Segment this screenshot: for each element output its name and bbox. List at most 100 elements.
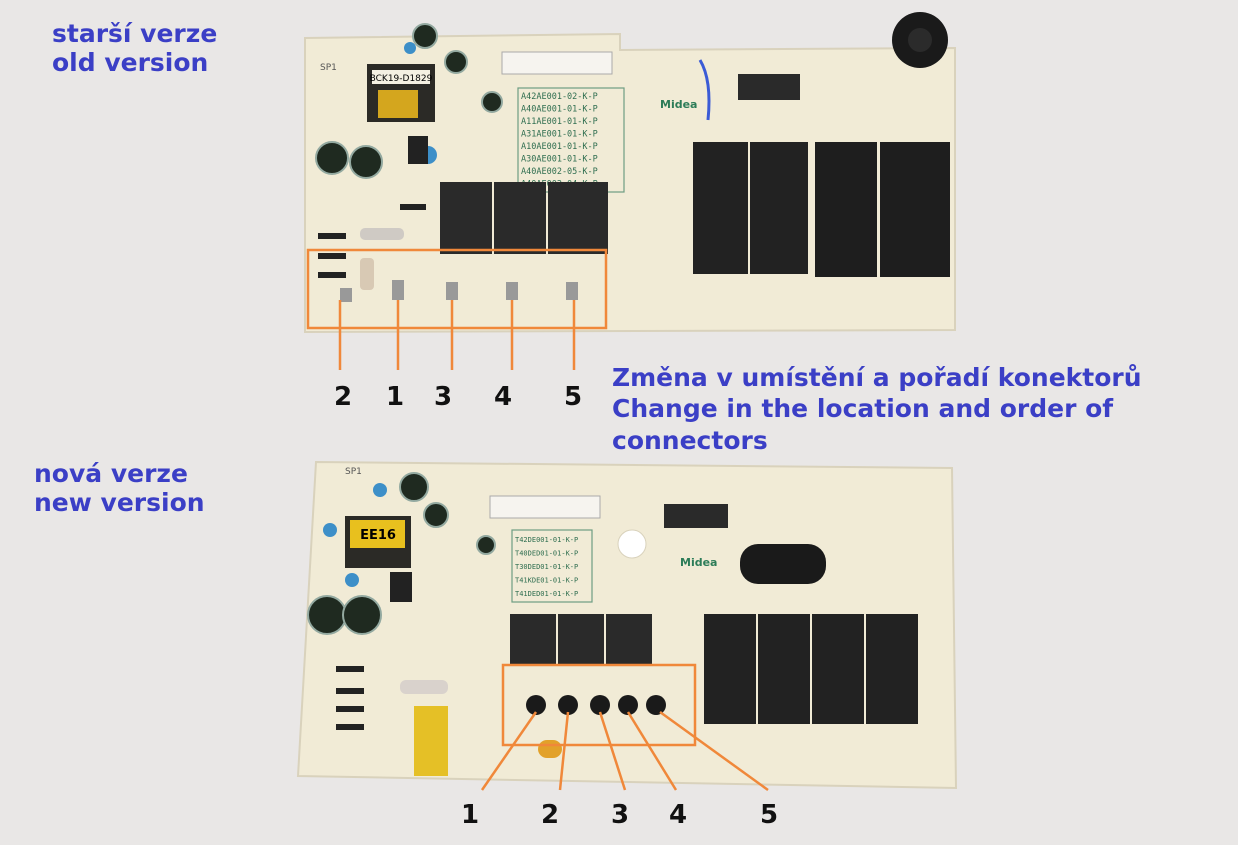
old-relay	[815, 142, 877, 277]
caption-change-en-1: Change in the location and order of	[612, 394, 1114, 424]
capacitor-ceramic	[345, 573, 359, 587]
old-small-relay	[440, 182, 492, 254]
model-code: A40AE002-05-K-P	[521, 167, 598, 177]
model-code: T41DED01-01-K-P	[515, 590, 578, 598]
new-model-code-table	[511, 529, 593, 603]
capacitor	[423, 502, 449, 528]
model-code: T41KDE01-01-K-P	[515, 577, 578, 585]
new-terminal	[646, 695, 666, 715]
diode	[318, 233, 346, 239]
old-connector-number: 1	[386, 382, 405, 412]
old-brand-logo: Midea	[660, 98, 697, 111]
model-code: A11AE001-01-K-P	[521, 117, 598, 127]
capacitor	[412, 23, 438, 49]
old-top-connector	[501, 51, 613, 75]
model-code: A40AE001-01-K-P	[521, 105, 598, 115]
old-connector-highlight-box	[306, 248, 608, 330]
old-terminal	[340, 288, 352, 302]
new-small-relay	[606, 614, 652, 664]
new-leader-lines	[480, 710, 769, 792]
new-connector-number: 3	[611, 800, 630, 830]
capacitor-ceramic	[404, 42, 416, 54]
caption-change-cs: Změna v umístění a pořadí konektorů	[612, 363, 1142, 392]
diode	[336, 688, 364, 694]
diode	[318, 272, 346, 278]
caption-new-en: new version	[34, 487, 205, 517]
old-relay	[880, 142, 950, 277]
old-small-relay	[548, 182, 608, 254]
new-terminal	[618, 695, 638, 715]
new-small-relay	[510, 614, 556, 664]
new-relay	[758, 614, 810, 724]
capacitor	[444, 50, 468, 74]
resistor	[400, 680, 448, 694]
capacitor	[342, 595, 382, 635]
new-silk-sp1: SP1	[345, 467, 362, 477]
old-relay	[750, 142, 808, 274]
old-terminal	[566, 282, 578, 300]
new-pcb-board: EE16 T42DE001-01-K-PT40DED01-01-K-PT30DE…	[296, 460, 958, 790]
new-ic	[664, 504, 728, 528]
x-capacitor	[414, 706, 448, 776]
capacitor	[476, 535, 496, 555]
old-relay	[693, 142, 748, 274]
model-code: A30AE001-01-K-P	[521, 155, 598, 165]
capacitor	[349, 145, 383, 179]
new-relay	[866, 614, 918, 724]
model-code: A10AE001-01-K-P	[521, 142, 598, 152]
old-terminal	[392, 280, 404, 300]
old-connector-number: 3	[434, 382, 453, 412]
blue-marker-line	[698, 59, 711, 121]
old-ic1	[738, 74, 800, 100]
model-code: T42DE001-01-K-P	[515, 536, 578, 544]
new-small-relay	[558, 614, 604, 664]
old-terminal	[446, 282, 458, 300]
old-leader-lines	[338, 300, 576, 370]
caption-old-en: old version	[52, 47, 209, 77]
diode	[336, 706, 364, 712]
diode	[336, 724, 364, 730]
new-terminal	[590, 695, 610, 715]
capacitor-ceramic	[538, 740, 562, 758]
capacitor	[315, 141, 349, 175]
caption-change: Změna v umístění a pořadí konektorů Chan…	[612, 362, 1142, 456]
new-top-connector	[489, 495, 601, 519]
new-relay	[704, 614, 756, 724]
new-connector-number: 5	[760, 800, 779, 830]
caption-old-version: starší verze old version	[52, 19, 218, 78]
new-terminal	[558, 695, 578, 715]
model-code: T40DED01-01-K-P	[515, 550, 578, 558]
capacitor-ceramic	[323, 523, 337, 537]
new-buzzer	[740, 544, 826, 584]
new-terminal	[526, 695, 546, 715]
new-connector-number: 4	[669, 800, 688, 830]
capacitor-ceramic	[373, 483, 387, 497]
caption-new-cs: nová verze	[34, 459, 188, 488]
diode	[400, 204, 426, 210]
new-connector-number: 2	[541, 800, 560, 830]
old-transformer-label: BCK19-D1829	[370, 74, 433, 84]
old-pcb-board: BCK19-D1829 A42AE001-02-K-P A40AE001-01-K…	[304, 12, 956, 334]
old-connector-number: 5	[564, 382, 583, 412]
model-code: A42AE001-02-K-P	[521, 92, 598, 102]
diode	[336, 666, 364, 672]
caption-change-en-2: connectors	[612, 425, 768, 455]
new-brand-logo: Midea	[680, 556, 717, 569]
new-relay	[812, 614, 864, 724]
new-connector-number: 1	[461, 800, 480, 830]
caption-old-cs: starší verze	[52, 19, 218, 48]
capacitor	[399, 472, 429, 502]
ic-chip	[408, 136, 428, 164]
model-code: A31AE001-01-K-P	[521, 130, 598, 140]
old-small-relay	[494, 182, 546, 254]
old-connector-number: 4	[494, 382, 513, 412]
old-terminal	[506, 282, 518, 300]
capacitor	[481, 91, 503, 113]
model-code: T30DED01-01-K-P	[515, 563, 578, 571]
resistor	[360, 228, 404, 240]
caption-new-version: nová verze new version	[34, 459, 205, 518]
resistor	[360, 258, 374, 290]
old-silk-sp1: SP1	[320, 63, 337, 73]
capacitor	[307, 595, 347, 635]
